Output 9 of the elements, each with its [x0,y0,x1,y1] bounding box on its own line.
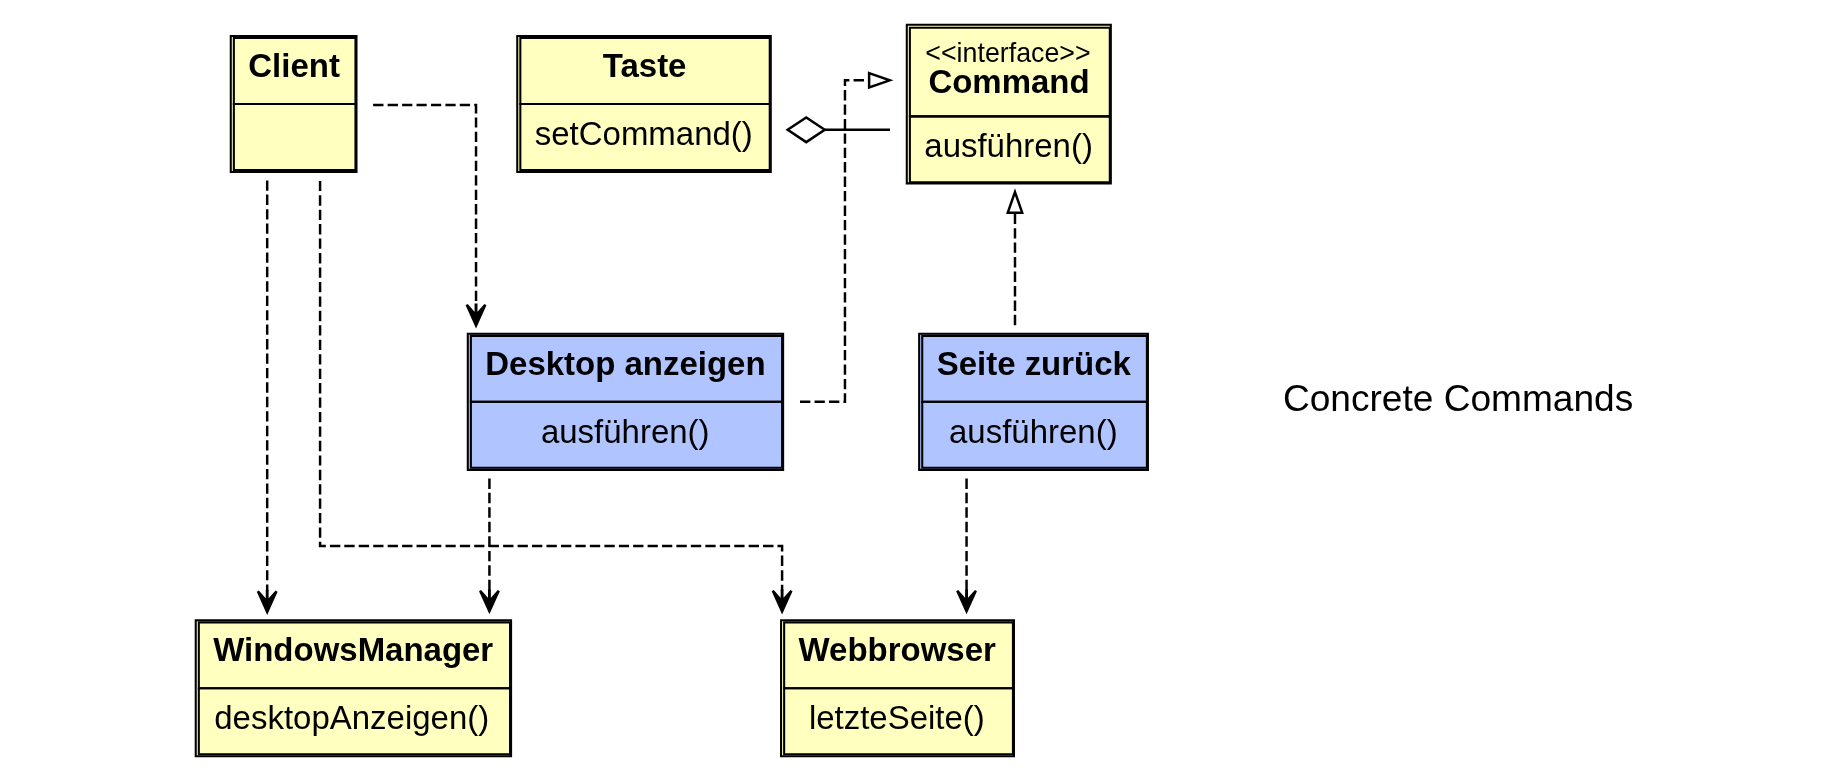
arrow [1006,188,1024,326]
arrow [956,478,978,613]
arrow [256,180,278,614]
arrow [478,478,500,613]
connector [785,115,890,144]
arrow [800,71,894,404]
arrow [373,103,487,327]
arrow [318,181,793,613]
label: Concrete Commands [1282,376,1634,419]
